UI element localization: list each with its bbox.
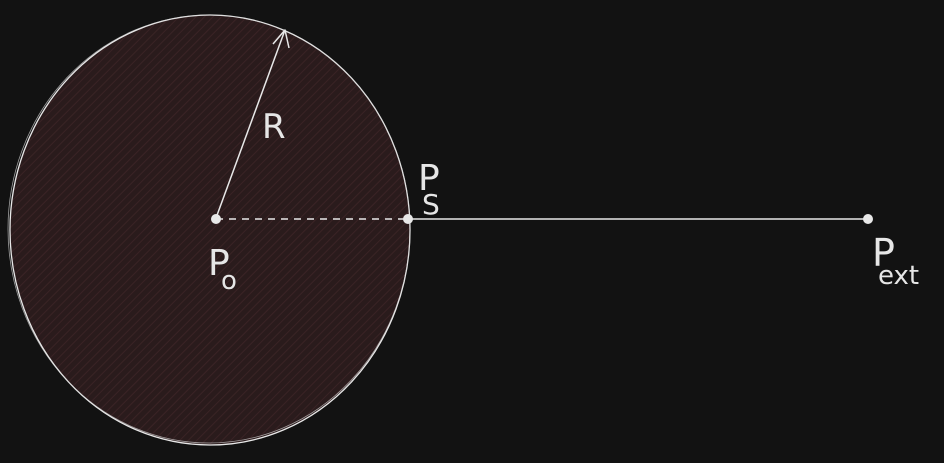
surface-point — [403, 214, 413, 224]
center-label-subscript: o — [221, 266, 237, 296]
center-label: P — [208, 243, 230, 284]
radius-arrow-line — [215, 29, 286, 219]
center-point — [211, 214, 221, 224]
sphere-disc — [9, 14, 411, 446]
external-label-subscript: ext — [878, 261, 919, 291]
surface-label: P — [418, 158, 440, 199]
radius-label: R — [262, 107, 286, 147]
sphere-outline-sketch — [7, 14, 411, 444]
external-label: P — [872, 231, 895, 275]
external-point — [863, 214, 873, 224]
surface-label-subscript: S — [422, 188, 440, 221]
radius-arrowhead — [272, 29, 290, 49]
